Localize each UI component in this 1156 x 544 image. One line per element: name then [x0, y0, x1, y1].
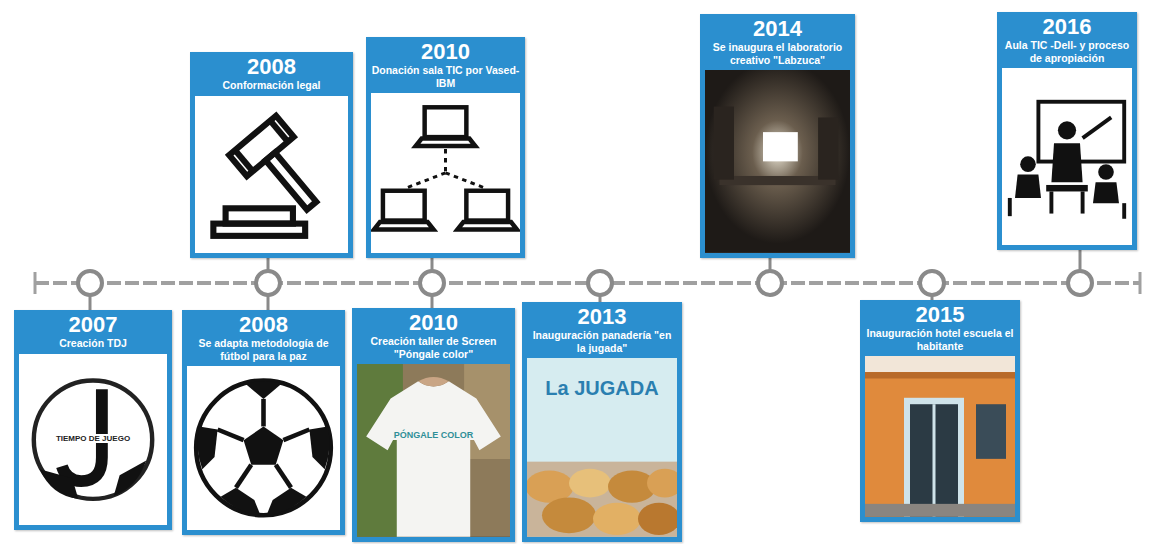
football-icon	[187, 366, 340, 530]
hotel-photo	[865, 356, 1015, 517]
event-icon: TIEMPO DE JUEGO	[19, 354, 167, 525]
event-text: Inauguración hotel escuela el habitante	[865, 327, 1015, 352]
event-text: Se inaugura el laboratorio creativo "Lab…	[705, 41, 850, 66]
image-text-wrap: TIEMPO DE JUEGO	[19, 433, 167, 445]
image-text: PÓNGALE COLOR	[392, 430, 476, 440]
timeline-markers	[78, 271, 1092, 295]
timeline-card: 2008Conformación legal	[190, 52, 353, 258]
event-text: Aula TIC -Dell- y proceso de apropiación	[1002, 39, 1132, 64]
event-icon	[371, 93, 520, 253]
year-label: 2010	[357, 311, 510, 334]
year-label: 2015	[865, 303, 1015, 326]
year-label: 2008	[195, 55, 348, 78]
event-photo: La JUGADA	[527, 358, 677, 537]
year-label: 2013	[527, 305, 677, 328]
timeline-end	[1139, 272, 1142, 294]
image-text-wrap: PÓNGALE COLOR	[357, 430, 510, 441]
event-text: Inauguración panadería "en la jugada"	[527, 329, 677, 354]
year-label: 2016	[1002, 15, 1132, 38]
timeline-card: 2016Aula TIC -Dell- y proceso de apropia…	[997, 12, 1137, 250]
year-label: 2014	[705, 17, 850, 40]
timeline-card: 2007Creación TDJ TIEMPO DE JUEGO	[14, 310, 172, 530]
gavel-icon	[195, 96, 348, 253]
timeline-card: 2008Se adapta metodología de fútbol para…	[182, 310, 345, 535]
event-photo	[705, 70, 850, 253]
event-text: Creación TDJ	[19, 337, 167, 350]
timeline-card: 2010Donación sala TIC por Vased-IBM	[366, 37, 525, 258]
event-text: Creación taller de Screen "Póngale color…	[357, 335, 510, 360]
timeline-card: 2013Inauguración panadería "en la jugada…	[522, 302, 682, 542]
lab-photo	[705, 70, 850, 253]
event-icon	[187, 366, 340, 530]
image-text: TIEMPO DE JUEGO	[54, 434, 132, 443]
year-label: 2010	[371, 40, 520, 63]
image-text-wrap: La JUGADA	[527, 376, 677, 400]
year-label: 2008	[187, 313, 340, 336]
year-label: 2007	[19, 313, 167, 336]
event-icon	[195, 96, 348, 253]
image-text: La JUGADA	[543, 377, 660, 399]
shirt-photo	[357, 364, 510, 537]
event-icon	[1002, 68, 1132, 245]
event-text: Donación sala TIC por Vased-IBM	[371, 64, 520, 89]
timeline-end	[34, 272, 37, 294]
timeline-card: 2015Inauguración hotel escuela el habita…	[860, 300, 1020, 522]
event-photo	[865, 356, 1015, 517]
classroom-icon	[1002, 68, 1132, 245]
timeline-card: 2014Se inaugura el laboratorio creativo …	[700, 14, 855, 258]
event-text: Conformación legal	[195, 79, 348, 92]
event-photo: PÓNGALE COLOR	[357, 364, 510, 537]
timeline-card: 2010Creación taller de Screen "Póngale c…	[352, 308, 515, 542]
event-text: Se adapta metodología de fútbol para la …	[187, 337, 340, 362]
laptops-icon	[371, 93, 520, 253]
